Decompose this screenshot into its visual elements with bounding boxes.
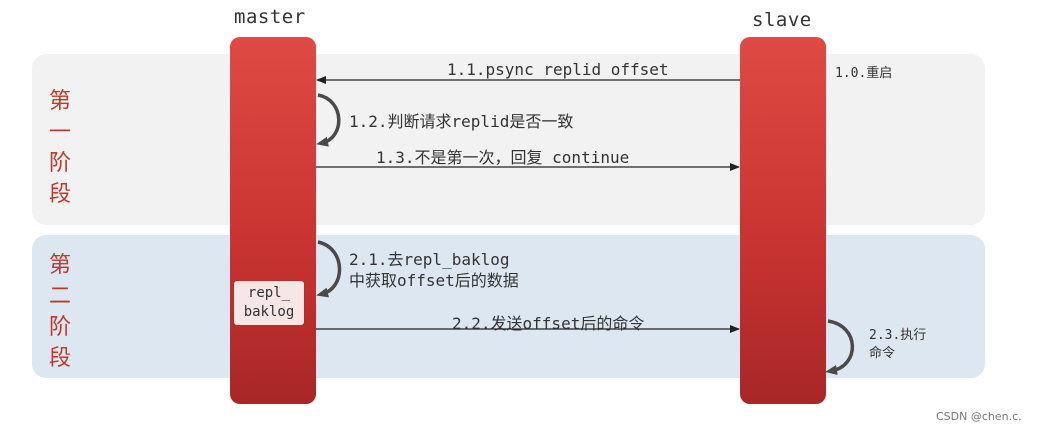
phase-1-label: 第 一 阶 段 [48, 89, 71, 207]
phase-2-label: 第 二 阶 段 [48, 253, 71, 371]
self-arrow-2-1 [316, 240, 342, 298]
note-2-3-execute: 2.3.执行 命令 [869, 328, 927, 361]
self-arrow-2-3 [825, 319, 855, 375]
slave-lifeline [740, 37, 826, 404]
phase-1-band [32, 54, 985, 225]
repl-baklog-box: repl_ baklog [234, 281, 304, 325]
master-actor-label: master [234, 6, 306, 28]
self-arrow-1-2 [316, 93, 341, 147]
message-2-1: 2.1.去repl_baklog 中获取offset后的数据 [349, 250, 519, 290]
watermark: CSDN @chen.c. [936, 410, 1022, 423]
message-1-2: 1.2.判断请求replid是否一致 [349, 112, 574, 131]
master-lifeline [230, 37, 316, 404]
slave-actor-label: slave [752, 9, 812, 31]
message-2-2: 2.2.发送offset后的命令 [452, 314, 645, 333]
note-1-0-restart: 1.0.重启 [835, 66, 893, 81]
phase-2-band [32, 235, 985, 378]
message-1-1: 1.1.psync replid offset [447, 60, 669, 79]
message-1-3: 1.3.不是第一次，回复 continue [376, 148, 630, 167]
